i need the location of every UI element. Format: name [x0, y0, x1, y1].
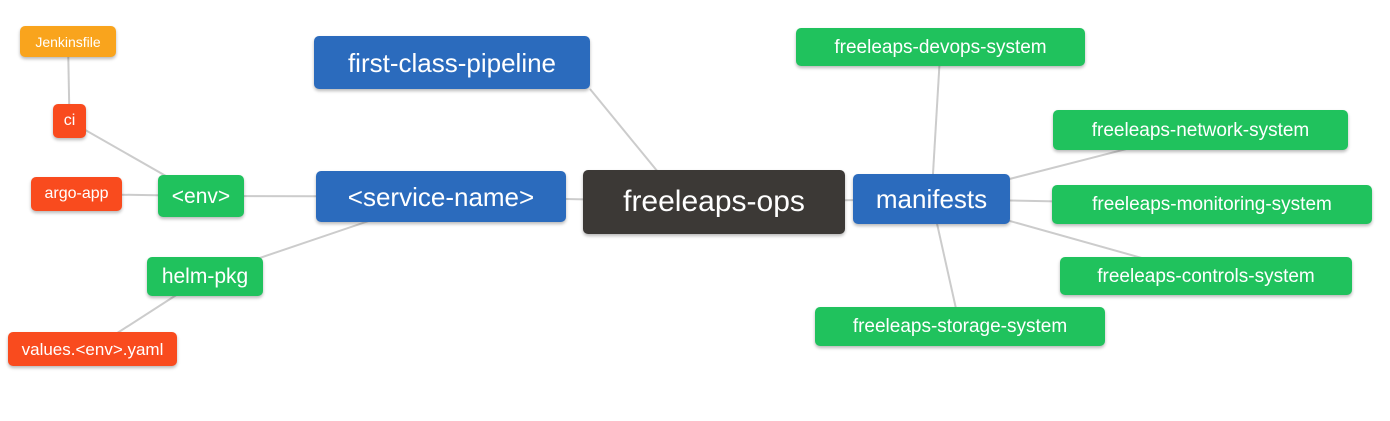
node-freeleaps-ops[interactable]: freeleaps-ops [583, 170, 845, 234]
node-values-env-yaml[interactable]: values.<env>.yaml [8, 332, 177, 366]
node-service-name[interactable]: <service-name> [316, 171, 566, 222]
node-controls-system[interactable]: freeleaps-controls-system [1060, 257, 1352, 295]
edge-manifests-devops-system [930, 46, 942, 200]
node-env[interactable]: <env> [158, 175, 244, 217]
node-helm-pkg[interactable]: helm-pkg [147, 257, 263, 296]
edge-first-class-pipeline-freeleaps-ops [589, 88, 659, 173]
node-argo-app[interactable]: argo-app [31, 177, 122, 211]
node-devops-system[interactable]: freeleaps-devops-system [796, 28, 1085, 66]
node-manifests[interactable]: manifests [853, 174, 1010, 224]
node-monitoring-system[interactable]: freeleaps-monitoring-system [1052, 185, 1372, 224]
node-network-system[interactable]: freeleaps-network-system [1053, 110, 1348, 150]
node-ci[interactable]: ci [53, 104, 86, 138]
node-first-class-pipeline[interactable]: first-class-pipeline [314, 36, 590, 89]
node-jenkinsfile[interactable]: Jenkinsfile [20, 26, 116, 57]
node-storage-system[interactable]: freeleaps-storage-system [815, 307, 1105, 346]
